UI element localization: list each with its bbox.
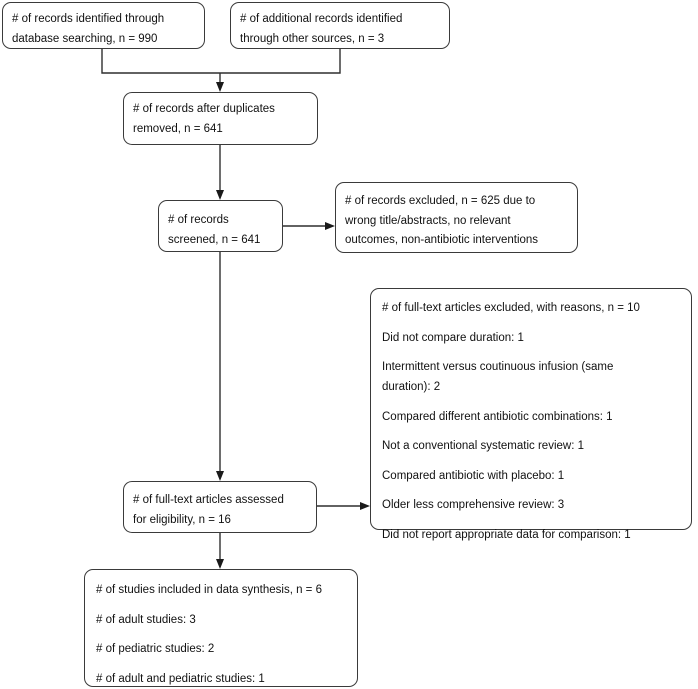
arrowhead-to-included xyxy=(216,559,224,569)
fulltext-excluded-reason-5: Compared antibiotic with placebo: 1 xyxy=(382,469,565,482)
node-fulltext-excluded[interactable]: # of full-text articles excluded, with r… xyxy=(370,288,692,541)
merge-bus xyxy=(101,49,341,74)
node-records-screened[interactable]: # of records screened, n = 641 xyxy=(158,200,283,252)
studies-included-adult-pediatric: # of adult and pediatric studies: 1 xyxy=(96,672,265,685)
fulltext-excluded-reason-1: Did not compare duration: 1 xyxy=(382,331,524,344)
arrowhead-to-records-excluded xyxy=(325,222,335,230)
node-records-excluded[interactable]: # of records excluded, n = 625 due to wr… xyxy=(335,182,578,253)
node-database-records[interactable]: # of records identified through database… xyxy=(2,2,205,49)
other-records-line-1: # of additional records identified xyxy=(240,13,403,25)
records-excluded-line-2: wrong title/abstracts, no relevant xyxy=(345,214,511,227)
fulltext-excluded-reason-2: Intermittent versus coutinuous infusion … xyxy=(382,361,614,374)
records-screened-line-2: screened, n = 641 xyxy=(168,233,261,246)
arrowhead-to-after-duplicates xyxy=(216,82,224,92)
other-records-line-2: through other sources, n = 3 xyxy=(240,32,385,45)
node-after-duplicates[interactable]: # of records after duplicates removed, n… xyxy=(123,92,318,145)
fulltext-excluded-reason-6: Older less comprehensive review: 3 xyxy=(382,499,565,512)
database-records-line-2: database searching, n = 990 xyxy=(12,32,158,45)
arrowhead-to-screened xyxy=(216,190,224,200)
fulltext-assessed-line-1: # of full-text articles assessed xyxy=(133,494,284,506)
fulltext-excluded-reason-2-cont: duration): 2 xyxy=(382,380,441,393)
node-fulltext-assessed[interactable]: # of full-text articles assessed for eli… xyxy=(123,481,317,533)
records-screened-line-1: # of records xyxy=(168,214,229,226)
arrowhead-to-fulltext-excluded xyxy=(360,502,370,510)
node-other-records[interactable]: # of additional records identified throu… xyxy=(230,2,450,49)
fulltext-excluded-reason-4: Not a conventional systematic review: 1 xyxy=(382,440,584,453)
records-excluded-line-1: # of records excluded, n = 625 due to xyxy=(345,195,536,207)
database-records-line-1: # of records identified through xyxy=(12,13,165,25)
studies-included-heading: # of studies included in data synthesis,… xyxy=(96,584,322,596)
node-studies-included[interactable]: # of studies included in data synthesis,… xyxy=(84,569,358,687)
studies-included-pediatric: # of pediatric studies: 2 xyxy=(96,643,215,656)
fulltext-excluded-reason-3: Compared different antibiotic combinatio… xyxy=(382,410,613,423)
fulltext-excluded-heading: # of full-text articles excluded, with r… xyxy=(382,302,640,314)
fulltext-excluded-reason-7: Did not report appropriate data for comp… xyxy=(382,529,631,541)
after-duplicates-line-2: removed, n = 641 xyxy=(133,122,223,135)
after-duplicates-line-1: # of records after duplicates xyxy=(133,103,275,115)
arrowhead-to-fulltext-assessed xyxy=(216,471,224,481)
studies-included-adult: # of adult studies: 3 xyxy=(96,613,196,626)
records-excluded-line-3: outcomes, non-antibiotic interventions xyxy=(345,234,539,247)
fulltext-assessed-line-2: for eligibility, n = 16 xyxy=(133,513,231,526)
